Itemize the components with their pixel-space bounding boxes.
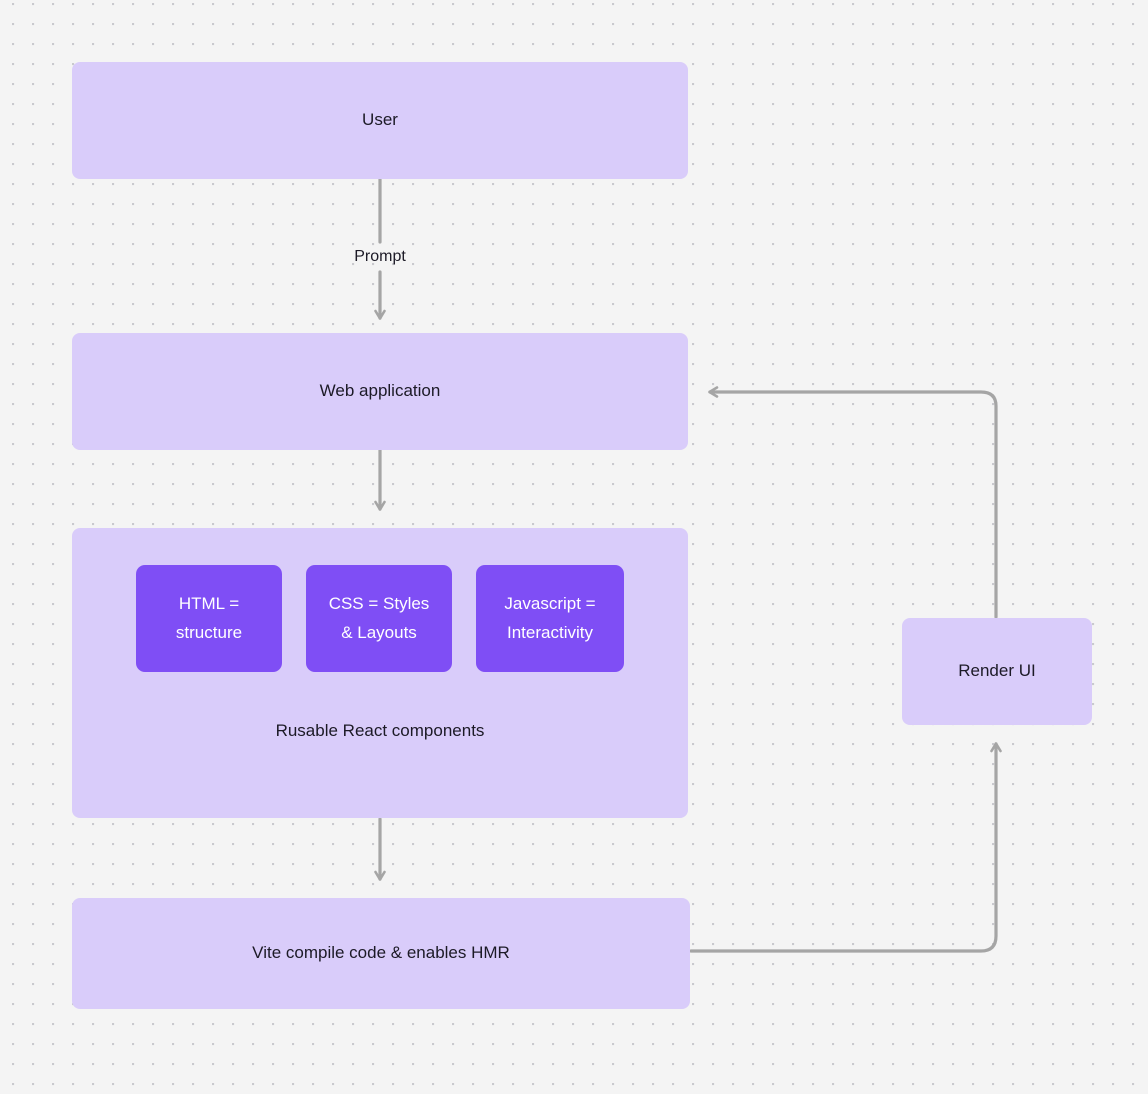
node-render-ui[interactable]: Render UI: [902, 618, 1092, 725]
node-user-label: User: [362, 110, 398, 130]
chip-css[interactable]: CSS = Styles & Layouts: [306, 565, 452, 672]
node-vite-label: Vite compile code & enables HMR: [252, 943, 510, 963]
node-components-group[interactable]: HTML = structure CSS = Styles & Layouts …: [72, 528, 688, 818]
node-web-application-label: Web application: [319, 381, 441, 401]
chip-javascript[interactable]: Javascript = Interactivity: [476, 565, 624, 672]
edge-label-prompt: Prompt: [354, 248, 406, 265]
edge-vite-to-render-ui: [689, 742, 1002, 953]
node-vite[interactable]: Vite compile code & enables HMR: [72, 898, 690, 1009]
node-render-ui-label: Render UI: [958, 661, 1036, 681]
node-web-application[interactable]: Web application: [72, 333, 688, 450]
edge-render-ui-to-web-application: [708, 386, 998, 619]
chip-html[interactable]: HTML = structure: [136, 565, 282, 672]
node-user[interactable]: User: [72, 62, 688, 179]
components-group-caption: Rusable React components: [275, 721, 485, 740]
